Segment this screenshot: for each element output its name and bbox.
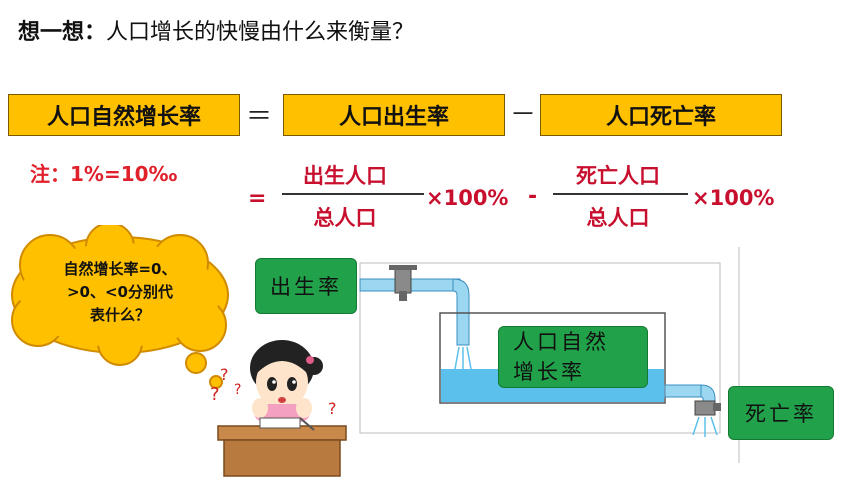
title-colon: ：: [84, 20, 107, 45]
numerator-births: 出生人口: [303, 164, 387, 188]
svg-text:?: ?: [210, 384, 220, 405]
thinking-girl-illustration: ? ? ? ?: [210, 340, 347, 477]
svg-text:?: ?: [328, 399, 337, 418]
numerator-deaths: 死亡人口: [576, 164, 660, 188]
svg-text:?: ?: [220, 365, 229, 384]
cloud-line-1: 自然增长率=0、: [63, 260, 177, 278]
cloud-question: 自然增长率=0、 >0、<0分别代 表什么？: [30, 258, 210, 327]
outflow-faucet-icon: [694, 400, 721, 416]
title-prefix: 想一想: [18, 20, 85, 45]
death-rate-tag: 死亡率: [728, 386, 834, 440]
cloud-line-3: 表什么？: [89, 306, 150, 324]
formula-minus: -: [528, 184, 538, 209]
thought-cloud: [11, 225, 229, 389]
cloud-line-2: >0、<0分别代: [66, 283, 173, 301]
equals-sign: ＝: [246, 102, 273, 132]
multiplier-2: ×100%: [692, 186, 775, 210]
outflow-stream: [692, 416, 718, 437]
inflow-pipe: [359, 278, 470, 346]
death-rate-box: 人口死亡率: [540, 94, 782, 136]
natural-growth-rate-label: 人口自然增长率: [46, 105, 201, 130]
birth-rate-label: 人口出生率: [338, 105, 449, 130]
death-rate-tag-label: 死亡率: [745, 402, 817, 426]
page-title: 想一想：人口增长的快慢由什么来衡量？: [18, 14, 414, 46]
natural-growth-tag-line2: 增长率: [513, 360, 585, 384]
faucet-icon: [389, 265, 417, 301]
title-question: 人口增长的快慢由什么来衡量？: [106, 20, 415, 45]
multiplier-1: ×100%: [426, 186, 509, 210]
natural-growth-tag: 人口自然 增长率: [498, 326, 648, 388]
formula-equals: =: [248, 186, 267, 211]
fraction-line-1: [282, 193, 424, 195]
fraction-line-2: [553, 193, 688, 195]
birth-rate-tag: 出生率: [255, 258, 357, 314]
natural-growth-tag-line1: 人口自然: [513, 330, 609, 354]
inflow-stream: [454, 346, 472, 370]
natural-growth-rate-box: 人口自然增长率: [8, 94, 240, 136]
denominator-total-1: 总人口: [313, 206, 377, 230]
svg-text:?: ?: [234, 382, 241, 398]
death-rate-label: 人口死亡率: [605, 105, 716, 130]
note-text: 注：1%=10‰: [30, 162, 178, 186]
birth-rate-tag-label: 出生率: [270, 275, 342, 299]
birth-rate-box: 人口出生率: [283, 94, 505, 136]
denominator-total-2: 总人口: [586, 206, 650, 230]
minus-sign: －: [510, 100, 537, 130]
